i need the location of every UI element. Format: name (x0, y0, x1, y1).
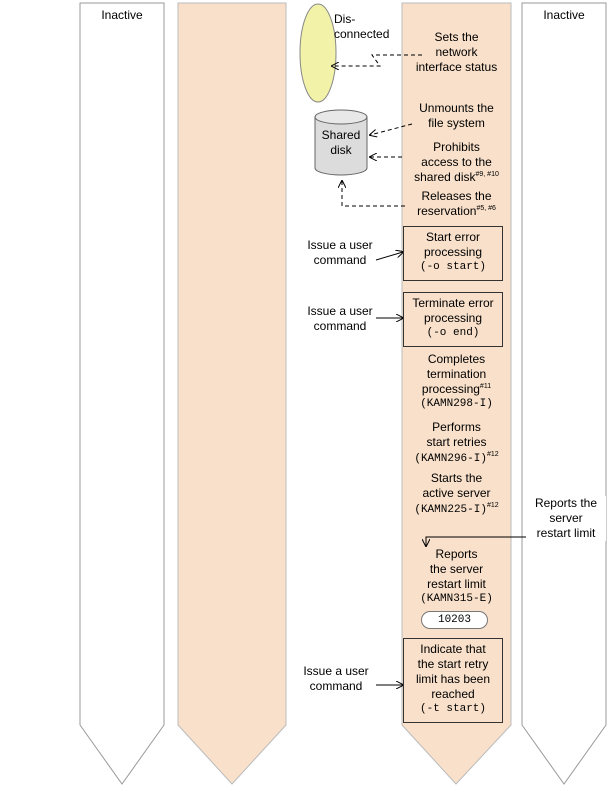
disconnected-label: Dis- connected (334, 12, 390, 41)
lane-right-inactive (521, 2, 607, 785)
error-code-badge: 10203 (421, 611, 488, 629)
shared-disk-label: Shared disk (321, 128, 361, 157)
lane-left-header: Inactive (101, 8, 143, 22)
shared-disk-icon (314, 109, 368, 176)
lane-left-inactive (79, 2, 165, 785)
user-command-1: Issue a user command (307, 238, 373, 267)
external-report-label: Reports the server restart limit (526, 496, 606, 541)
step-start-error-box: Start error processing (-o start) (403, 226, 503, 281)
step-network-status: Sets the network interface status (415, 30, 498, 74)
disconnected-ellipse (299, 3, 337, 103)
step-completes: Completes termination processing#11 (KAM… (420, 352, 493, 410)
arrow-network-status (332, 54, 422, 66)
user-command-3: Issue a user command (303, 664, 369, 693)
step-reports-limit: Reports the server restart limit (KAMN31… (420, 547, 493, 605)
step-retries: Performs start retries (KAMN296-I)#12 (414, 420, 499, 465)
arrow-unmount (370, 123, 413, 135)
step-release: Releases the reservation#5, #6 (417, 189, 496, 218)
step-prohibit: Prohibits access to the shared disk#9, #… (414, 140, 499, 184)
arrow-cmd1 (375, 252, 403, 261)
step-starts-active: Starts the active server (KAMN225-I)#12 (414, 471, 499, 516)
step-indicate-limit-box: Indicate that the start retry limit has … (403, 638, 503, 723)
lane-right-header: Inactive (543, 8, 585, 22)
step-unmount: Unmounts the file system (419, 101, 494, 130)
lane-primary (401, 2, 512, 785)
user-command-2: Issue a user command (307, 304, 373, 333)
arrow-release (342, 181, 405, 207)
step-terminate-error-box: Terminate error processing (-o end) (403, 292, 503, 347)
arrow-external-report (426, 536, 530, 546)
lane-secondary (177, 2, 287, 785)
